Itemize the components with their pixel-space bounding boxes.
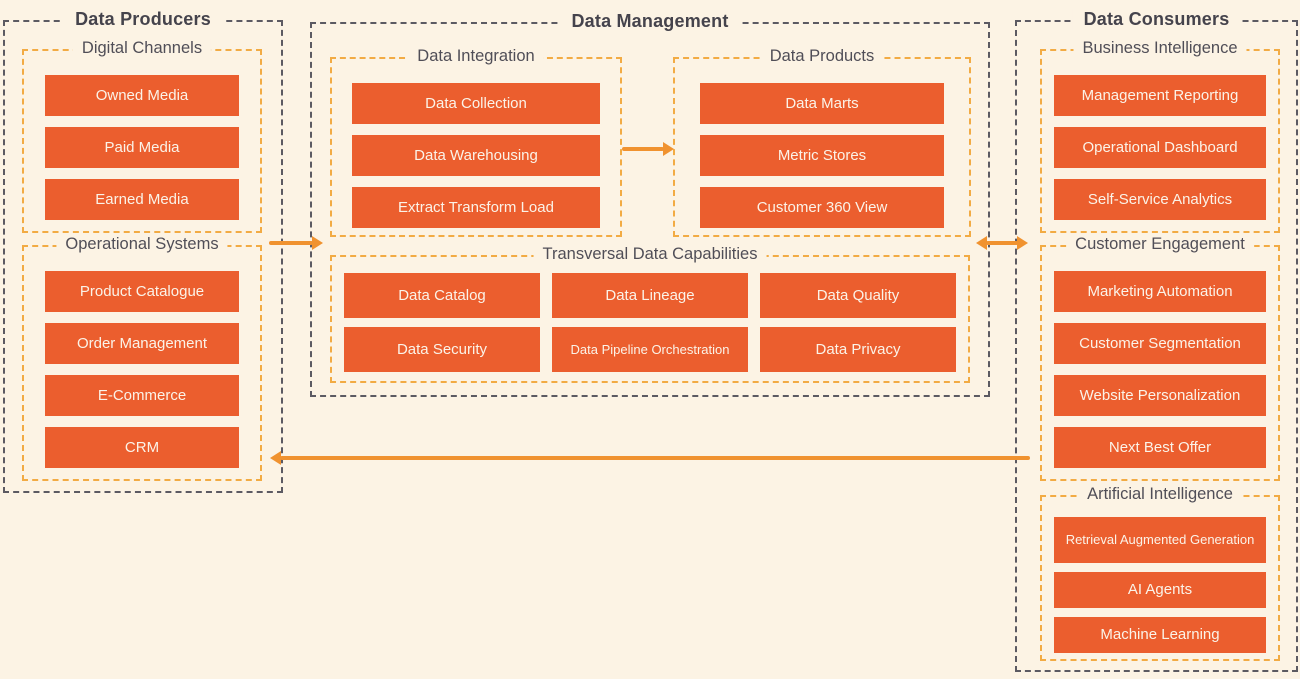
node-website-personalization: Website Personalization <box>1054 375 1266 416</box>
section-data-consumers: Data Consumers Business Intelligence Man… <box>1015 9 1298 672</box>
arrow-producers-to-management <box>269 241 313 245</box>
group-artificial-intelligence: Artificial Intelligence Retrieval Augmen… <box>1040 485 1280 662</box>
transversal-items: Data Catalog Data Lineage Data Quality D… <box>332 257 968 372</box>
node-next-best-offer: Next Best Offer <box>1054 427 1266 468</box>
node-management-reporting: Management Reporting <box>1054 75 1266 116</box>
node-data-pipeline-orchestration: Data Pipeline Orchestration <box>552 327 748 372</box>
node-data-lineage: Data Lineage <box>552 273 748 318</box>
node-product-catalogue: Product Catalogue <box>45 271 239 312</box>
node-crm: CRM <box>45 427 239 468</box>
business-intelligence-items: Management Reporting Operational Dashboa… <box>1042 51 1278 231</box>
operational-systems-items: Product Catalogue Order Management E-Com… <box>24 247 260 479</box>
node-retrieval-augmented-generation: Retrieval Augmented Generation <box>1054 517 1266 563</box>
group-business-intelligence: Business Intelligence Management Reporti… <box>1040 39 1280 233</box>
group-data-integration: Data Integration Data Collection Data Wa… <box>330 47 622 239</box>
node-e-commerce: E-Commerce <box>45 375 239 416</box>
node-extract-transform-load: Extract Transform Load <box>352 187 600 228</box>
group-transversal-data-capabilities: Transversal Data Capabilities Data Catal… <box>330 245 970 383</box>
node-data-quality: Data Quality <box>760 273 956 318</box>
node-data-marts: Data Marts <box>700 83 944 124</box>
node-marketing-automation: Marketing Automation <box>1054 271 1266 312</box>
node-order-management: Order Management <box>45 323 239 364</box>
node-customer-360-view: Customer 360 View <box>700 187 944 228</box>
node-owned-media: Owned Media <box>45 75 239 116</box>
data-integration-items: Data Collection Data Warehousing Extract… <box>332 59 620 239</box>
data-products-items: Data Marts Metric Stores Customer 360 Vi… <box>675 59 969 239</box>
node-ai-agents: AI Agents <box>1054 572 1266 608</box>
arrow-management-consumers-bidirectional <box>986 241 1018 245</box>
node-data-security: Data Security <box>344 327 540 372</box>
digital-channels-items: Owned Media Paid Media Earned Media <box>24 51 260 231</box>
group-title-data-products: Data Products <box>760 47 884 66</box>
section-data-producers: Data Producers Digital Channels Owned Me… <box>3 9 283 493</box>
node-data-privacy: Data Privacy <box>760 327 956 372</box>
customer-engagement-items: Marketing Automation Customer Segmentati… <box>1042 247 1278 479</box>
node-operational-dashboard: Operational Dashboard <box>1054 127 1266 168</box>
group-operational-systems: Operational Systems Product Catalogue Or… <box>22 235 262 481</box>
node-data-warehousing: Data Warehousing <box>352 135 600 176</box>
group-customer-engagement: Customer Engagement Marketing Automation… <box>1040 235 1280 481</box>
section-title-data-management: Data Management <box>559 11 741 32</box>
node-paid-media: Paid Media <box>45 127 239 168</box>
artificial-intelligence-items: Retrieval Augmented Generation AI Agents… <box>1042 497 1278 662</box>
arrow-integration-to-products <box>622 147 664 151</box>
arrow-consumers-to-producers-feedback <box>280 456 1030 460</box>
node-metric-stores: Metric Stores <box>700 135 944 176</box>
node-data-catalog: Data Catalog <box>344 273 540 318</box>
group-title-data-integration: Data Integration <box>408 47 544 66</box>
group-title-artificial-intelligence: Artificial Intelligence <box>1078 485 1242 504</box>
group-title-customer-engagement: Customer Engagement <box>1066 235 1254 254</box>
node-earned-media: Earned Media <box>45 179 239 220</box>
node-self-service-analytics: Self-Service Analytics <box>1054 179 1266 220</box>
group-title-business-intelligence: Business Intelligence <box>1073 39 1247 58</box>
group-title-transversal-data-capabilities: Transversal Data Capabilities <box>533 245 767 264</box>
group-digital-channels: Digital Channels Owned Media Paid Media … <box>22 39 262 233</box>
group-title-digital-channels: Digital Channels <box>72 39 212 58</box>
group-data-products: Data Products Data Marts Metric Stores C… <box>673 47 971 239</box>
section-data-management: Data Management Data Integration Data Co… <box>310 11 990 397</box>
section-title-data-producers: Data Producers <box>63 9 223 30</box>
node-data-collection: Data Collection <box>352 83 600 124</box>
node-machine-learning: Machine Learning <box>1054 617 1266 653</box>
group-title-operational-systems: Operational Systems <box>56 235 228 254</box>
section-title-data-consumers: Data Consumers <box>1071 9 1242 30</box>
node-customer-segmentation: Customer Segmentation <box>1054 323 1266 364</box>
